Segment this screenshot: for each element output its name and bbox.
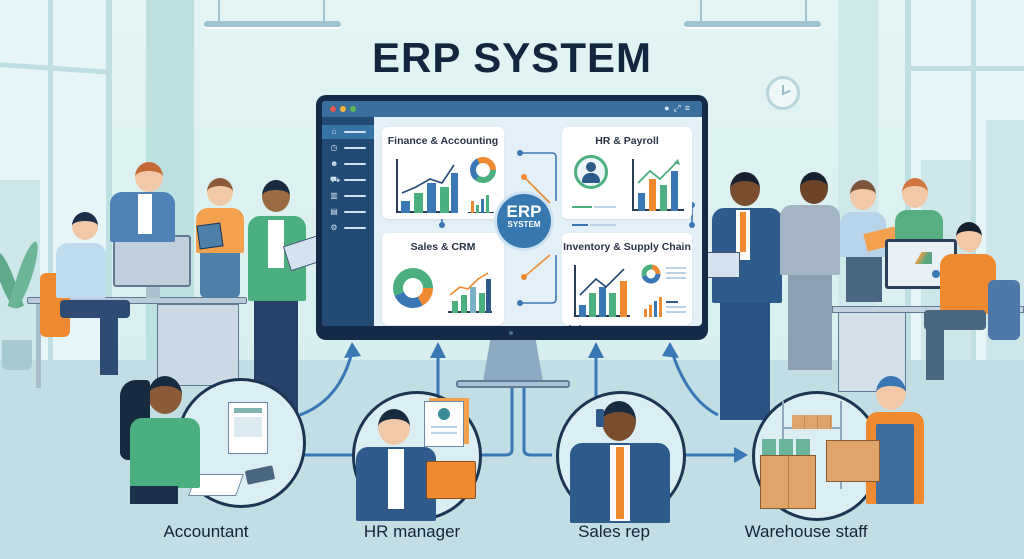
monitor-stand <box>483 340 543 382</box>
ceiling-lamp-left <box>204 21 341 29</box>
module-card-hr[interactable]: HR & Payroll <box>562 127 692 244</box>
monitor-base <box>456 380 570 388</box>
role-label-accountant: Accountant <box>163 522 249 541</box>
erp-hub[interactable]: ERP SYSTEM <box>497 194 551 248</box>
right-office-group <box>700 160 1024 420</box>
sidebar-item-reports[interactable]: ▥ <box>322 189 374 203</box>
sidebar-item-cart[interactable]: ⛟ <box>322 173 374 187</box>
accountant-portrait <box>176 378 306 508</box>
lamp-wire <box>805 0 807 22</box>
inventory-bar-chart <box>574 265 630 317</box>
warehouse-worker-figure <box>876 376 906 410</box>
lamp-wire <box>323 0 325 22</box>
expand-icon[interactable]: ⤢ <box>673 103 685 113</box>
sidebar: ⌂ ◷ ☻ ⛟ ▥ ▤ ⚙ <box>322 117 374 326</box>
inventory-list-lines-2 <box>666 301 686 313</box>
accountant-figure <box>148 376 182 414</box>
sales-bar-chart <box>448 271 492 313</box>
inventory-donut-chart <box>641 264 661 284</box>
wall-clock-icon <box>766 76 800 110</box>
role-label-warehouse-staff: Warehouse staff <box>744 522 868 541</box>
inventory-list-lines <box>666 267 686 279</box>
menu-icon[interactable]: ≡ <box>684 103 694 113</box>
sales-rep-portrait <box>556 391 686 523</box>
employee-file-icon <box>424 401 464 447</box>
module-title: Inventory & Supply Chain <box>563 241 691 253</box>
hr-manager-portrait <box>352 391 482 521</box>
role-label-sales-rep: Sales rep <box>578 522 650 541</box>
module-card-sales[interactable]: Sales & CRM <box>382 233 504 325</box>
sidebar-item-users[interactable]: ☻ <box>322 157 374 171</box>
minimize-window-button[interactable] <box>340 106 346 112</box>
building-icon: ▤ <box>330 207 338 216</box>
folder-icon <box>426 461 476 499</box>
invoice-document-icon <box>228 402 268 454</box>
inventory-mini-bars <box>642 295 664 317</box>
users-icon: ☻ <box>330 159 339 168</box>
phone-icon <box>596 409 604 427</box>
clock-icon: ◷ <box>330 143 338 152</box>
cart-icon: ⛟ <box>330 175 341 184</box>
role-sales-rep[interactable] <box>556 391 686 523</box>
role-hr-manager[interactable] <box>352 391 482 521</box>
power-indicator <box>509 331 513 335</box>
sidebar-item-home[interactable]: ⌂ <box>322 125 374 139</box>
module-card-finance[interactable]: Finance & Accounting <box>382 127 504 219</box>
calculator-icon <box>244 465 276 485</box>
ceiling-lamp-right <box>684 21 821 29</box>
module-title: HR & Payroll <box>595 135 659 147</box>
desktop-computer <box>113 235 191 287</box>
finance-donut-chart <box>470 157 496 183</box>
sales-donut-chart <box>393 268 433 308</box>
module-title: Finance & Accounting <box>387 135 499 147</box>
sidebar-item-settings[interactable]: ⚙ <box>322 221 374 235</box>
maximize-window-button[interactable] <box>350 106 356 112</box>
bell-icon[interactable]: ● <box>664 103 674 113</box>
hr-bar-chart <box>632 159 684 211</box>
titlebar-icons: ●⤢≡ <box>664 103 694 114</box>
role-accountant[interactable] <box>176 378 306 508</box>
chart-icon: ▥ <box>330 191 338 200</box>
lamp-wire <box>700 0 702 22</box>
finance-bar-chart <box>396 159 458 213</box>
window-titlebar: ●⤢≡ <box>322 101 702 117</box>
sidebar-item-history[interactable]: ◷ <box>322 141 374 155</box>
home-icon: ⌂ <box>331 127 337 136</box>
finance-mini-bars <box>468 191 494 213</box>
carried-box-icon <box>826 440 880 482</box>
page-title: ERP SYSTEM <box>372 34 652 81</box>
desk <box>27 297 247 304</box>
erp-screen: ●⤢≡ ⌂ ◷ ☻ ⛟ ▥ ▤ <box>322 101 702 326</box>
boxes-icon <box>760 455 816 509</box>
close-window-button[interactable] <box>330 106 336 112</box>
plant-icon <box>2 340 32 370</box>
module-card-inventory[interactable]: Inventory & Supply Chain <box>562 233 692 325</box>
user-avatar-icon <box>574 155 608 189</box>
erp-monitor: ●⤢≡ ⌂ ◷ ☻ ⛟ ▥ ▤ <box>316 95 708 340</box>
module-title: Sales & CRM <box>410 241 476 253</box>
office-chair <box>988 280 1020 340</box>
gear-icon: ⚙ <box>330 223 338 232</box>
role-label-hr-manager: HR manager <box>363 522 461 541</box>
lamp-wire <box>218 0 220 22</box>
sidebar-item-inventory[interactable]: ▤ <box>322 205 374 219</box>
